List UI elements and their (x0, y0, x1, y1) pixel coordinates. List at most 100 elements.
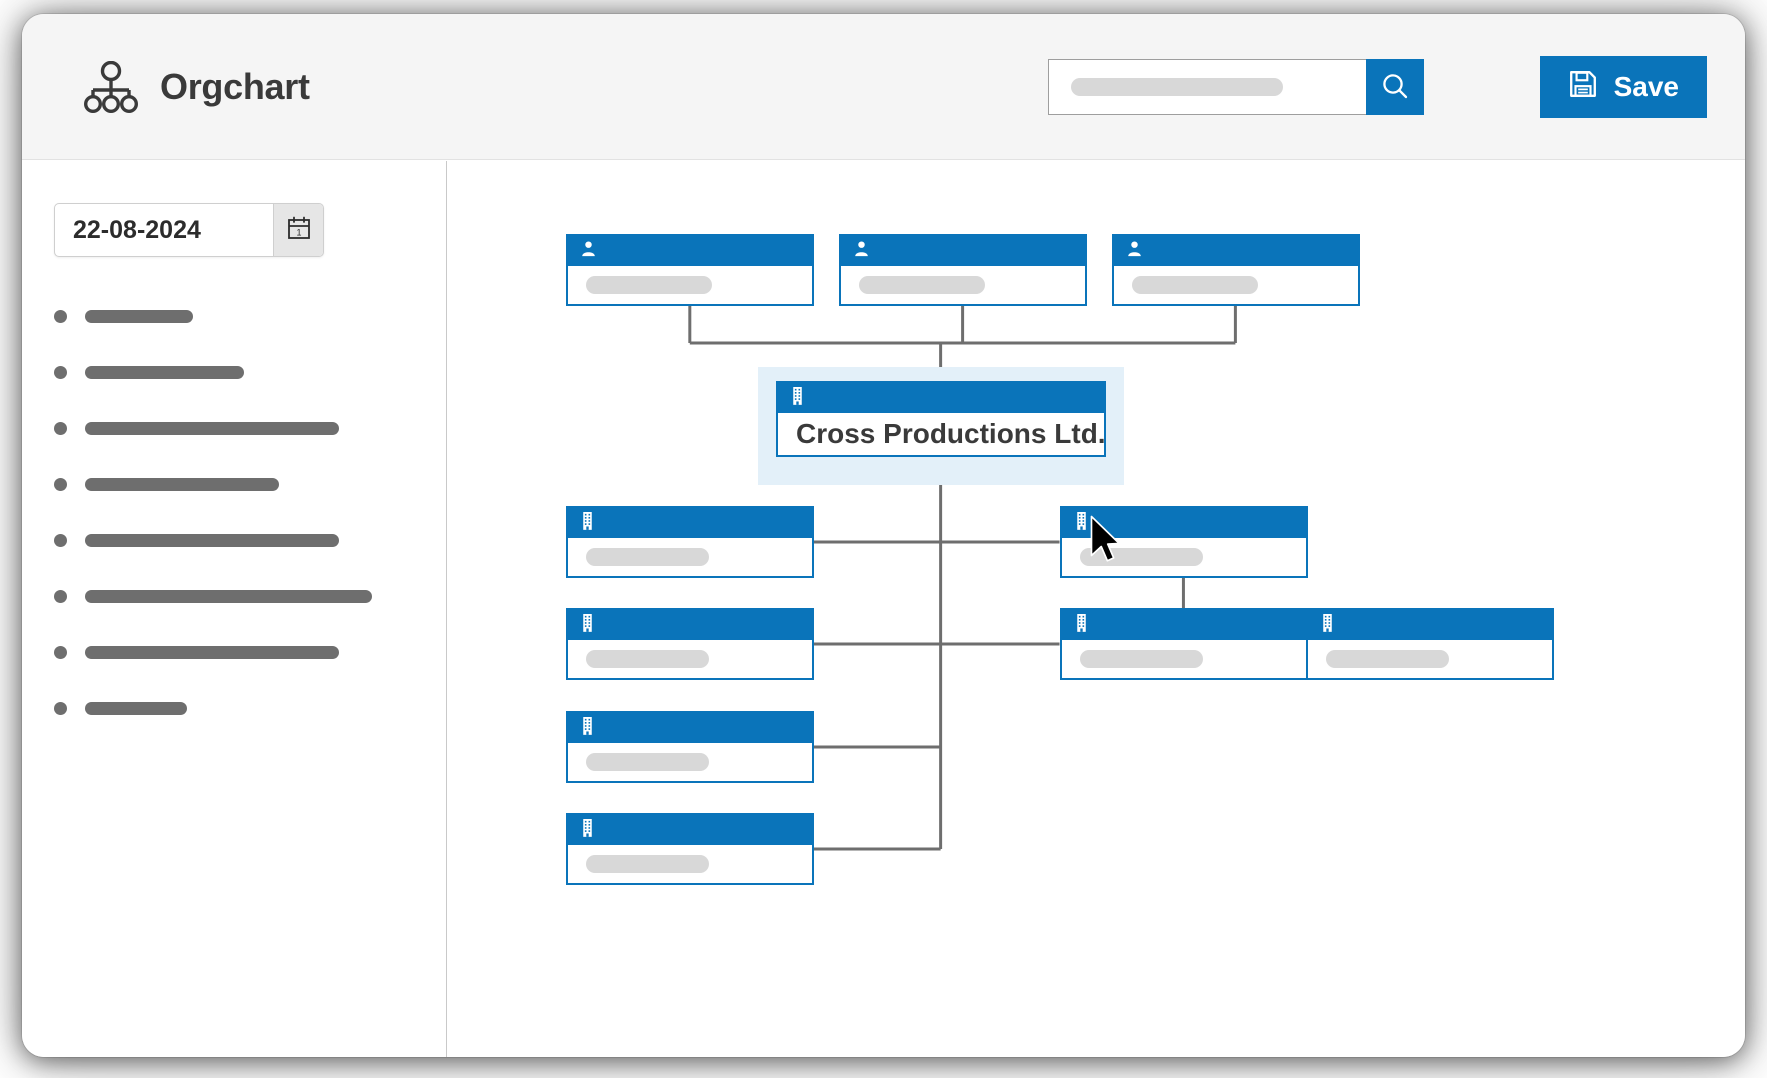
building-icon (579, 716, 596, 740)
search-box (1047, 59, 1424, 115)
bullet-icon (54, 421, 67, 435)
node-body: Cross Productions Ltd. (778, 413, 1106, 455)
sidebar-item-label-redaction (85, 533, 339, 547)
node-label-redaction (1080, 548, 1203, 566)
sidebar-item[interactable] (54, 456, 424, 512)
building-icon (1073, 511, 1090, 535)
node-label-redaction (586, 650, 709, 668)
search-button[interactable] (1365, 59, 1424, 115)
sidebar-item-label-redaction (85, 421, 339, 435)
node-label-redaction (859, 276, 985, 294)
node-label-redaction (586, 855, 709, 873)
sidebar-item[interactable] (54, 288, 424, 344)
node-body (1062, 640, 1306, 678)
sidebar-item[interactable] (54, 344, 424, 400)
save-button-label: Save (1613, 71, 1679, 102)
building-icon (579, 818, 596, 842)
building-icon (1073, 613, 1090, 637)
sidebar-item-label-redaction (85, 365, 244, 379)
building-icon (1319, 613, 1336, 637)
orgchart-node[interactable] (1060, 506, 1308, 578)
node-body (568, 640, 812, 678)
brand: Orgchart (83, 60, 310, 113)
building-icon (579, 511, 596, 535)
orgchart-node[interactable] (566, 506, 814, 578)
sidebar: 22-08-2024 1 (22, 161, 447, 1057)
node-label: Cross Productions Ltd. (796, 418, 1106, 449)
node-header (568, 508, 812, 538)
svg-text:1: 1 (296, 227, 301, 237)
sidebar-item[interactable] (54, 400, 424, 456)
orgchart-node[interactable] (1060, 608, 1308, 680)
node-body (841, 266, 1085, 304)
orgchart-node[interactable] (566, 234, 814, 306)
orgchart-icon (83, 60, 139, 113)
calendar-icon: 1 (286, 215, 312, 246)
page-title: Orgchart (160, 65, 310, 107)
sidebar-item-label-redaction (85, 589, 372, 603)
node-header (568, 236, 812, 266)
search-input[interactable] (1047, 59, 1366, 115)
orgchart-node[interactable] (566, 711, 814, 783)
node-body (1062, 538, 1306, 576)
orgchart-node-selected[interactable]: Cross Productions Ltd. (776, 381, 1106, 457)
sidebar-item-label-redaction (85, 645, 339, 659)
node-header (1062, 610, 1306, 640)
orgchart-node[interactable] (566, 813, 814, 885)
node-label-redaction (1326, 650, 1449, 668)
orgchart-node[interactable] (1112, 234, 1360, 306)
bullet-icon (54, 589, 67, 603)
orgchart-node[interactable] (839, 234, 1087, 306)
date-picker[interactable]: 22-08-2024 1 (54, 203, 324, 257)
bullet-icon (54, 533, 67, 547)
node-body (568, 743, 812, 781)
node-header (1308, 610, 1552, 640)
building-icon (579, 613, 596, 637)
person-icon (579, 239, 598, 263)
date-value: 22-08-2024 (73, 215, 201, 244)
node-label-redaction (1080, 650, 1203, 668)
node-header (1062, 508, 1306, 538)
floppy-disk-save-icon (1568, 69, 1598, 106)
sidebar-item-label-redaction (85, 309, 193, 323)
node-label-redaction (1132, 276, 1258, 294)
building-icon (789, 386, 806, 410)
app-header: Orgchart (22, 14, 1745, 160)
node-header (841, 236, 1085, 266)
node-header (778, 383, 1104, 413)
bullet-icon (54, 645, 67, 659)
node-body (1114, 266, 1358, 304)
node-header (568, 610, 812, 640)
save-button[interactable]: Save (1539, 56, 1707, 118)
header-actions: Save (1047, 14, 1707, 160)
calendar-button[interactable]: 1 (273, 204, 323, 256)
node-body (1308, 640, 1552, 678)
sidebar-item-label-redaction (85, 701, 187, 715)
node-header (568, 713, 812, 743)
sidebar-item[interactable] (54, 512, 424, 568)
node-label-redaction (586, 753, 709, 771)
person-icon (852, 239, 871, 263)
node-header (1114, 236, 1358, 266)
node-body (568, 845, 812, 883)
sidebar-item-label-redaction (85, 477, 279, 491)
node-body (568, 538, 812, 576)
node-label-redaction (586, 548, 709, 566)
sidebar-item[interactable] (54, 568, 424, 624)
node-body (568, 266, 812, 304)
app-window: Orgchart (22, 14, 1745, 1057)
node-label-redaction (586, 276, 712, 294)
sidebar-list (54, 288, 424, 736)
orgchart-node[interactable] (1306, 608, 1554, 680)
orgchart-canvas[interactable]: Cross Productions Ltd. (448, 161, 1745, 1057)
sidebar-item[interactable] (54, 624, 424, 680)
bullet-icon (54, 309, 67, 323)
orgchart-node[interactable] (566, 608, 814, 680)
bullet-icon (54, 365, 67, 379)
node-header (568, 815, 812, 845)
bullet-icon (54, 701, 67, 715)
search-icon (1380, 71, 1410, 104)
bullet-icon (54, 477, 67, 491)
person-icon (1125, 239, 1144, 263)
sidebar-item[interactable] (54, 680, 424, 736)
